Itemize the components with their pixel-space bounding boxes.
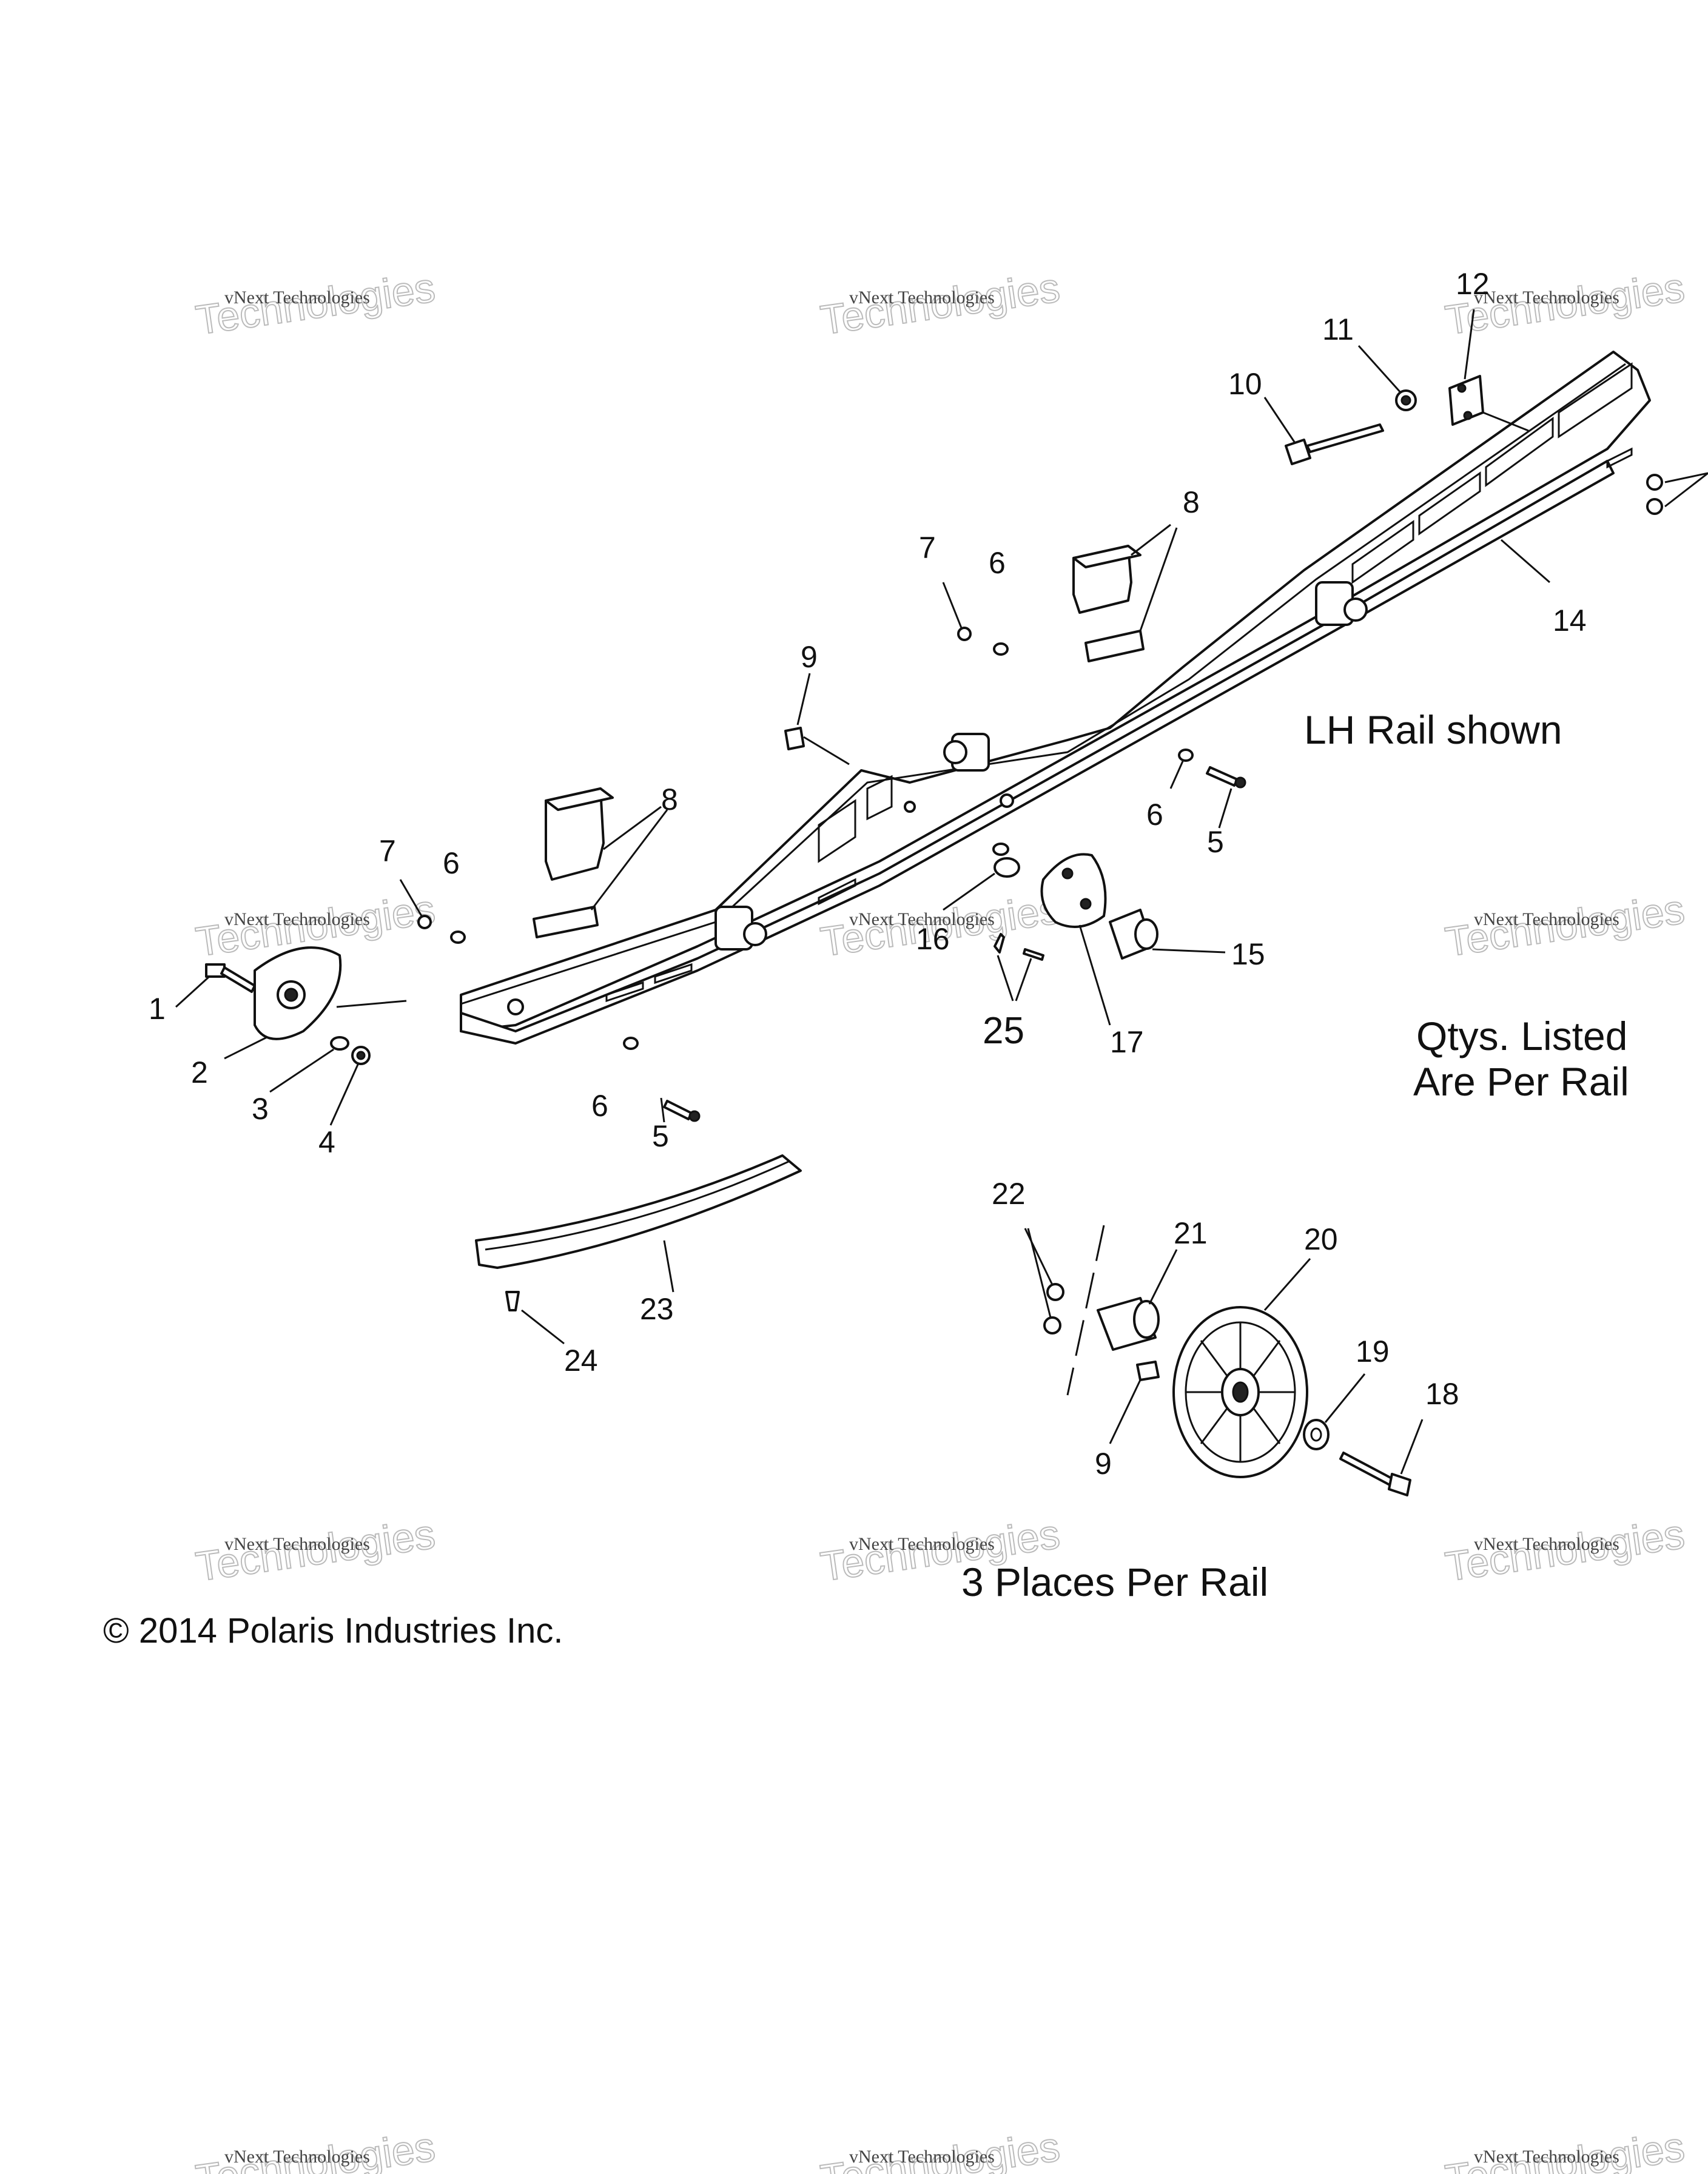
svg-text:vNext Technologies: vNext Technologies <box>849 909 995 929</box>
svg-text:vNext Technologies: vNext Technologies <box>224 909 370 929</box>
callout-21: 21 <box>1174 1216 1208 1250</box>
callout-8: 8 <box>661 782 678 816</box>
rail-windows <box>605 362 1633 1003</box>
svg-text:vNext Technologies: vNext Technologies <box>849 2147 995 2167</box>
callout-7: 7 <box>379 834 396 868</box>
part-5-bolt <box>1206 766 1246 829</box>
part-24-bolt <box>505 1291 565 1345</box>
callout-9: 9 <box>1095 1447 1112 1481</box>
callout-22: 22 <box>992 1177 1026 1211</box>
callout-11: 11 <box>1322 312 1354 346</box>
part-20-idler-wheel <box>1172 1258 1311 1478</box>
callout-7: 7 <box>919 531 936 565</box>
watermark: Technologies vNext Technologies <box>1442 886 1688 966</box>
part-12-bracket <box>1448 309 1529 432</box>
callout-6: 6 <box>1146 798 1163 832</box>
note-qty-line2: Are Per Rail <box>1413 1059 1629 1104</box>
callout-6: 6 <box>989 546 1006 580</box>
watermark: Technologies vNext Technologies <box>192 264 439 345</box>
callout-16: 16 <box>916 922 950 956</box>
note-places-per-rail: 3 Places Per Rail <box>961 1560 1269 1604</box>
callout-5: 5 <box>652 1119 669 1153</box>
svg-text:vNext Technologies: vNext Technologies <box>224 1534 370 1554</box>
part-9-bolt <box>784 673 850 766</box>
svg-text:vNext Technologies: vNext Technologies <box>224 288 370 308</box>
svg-text:vNext Technologies: vNext Technologies <box>224 2147 370 2167</box>
copyright: © 2014 Polaris Industries Inc. <box>103 1611 563 1651</box>
watermark: Technologies vNext Technologies <box>817 2123 1063 2174</box>
part-3-washer <box>269 1036 349 1093</box>
rail-assembly <box>460 351 1651 1045</box>
svg-text:vNext Technologies: vNext Technologies <box>1474 1534 1619 1554</box>
part-2-end-cap <box>224 946 407 1060</box>
callout-6: 6 <box>591 1089 608 1123</box>
callout-10: 10 <box>1228 367 1262 401</box>
watermark: Technologies vNext Technologies <box>1442 2123 1688 2174</box>
callout-12: 12 <box>1456 267 1490 301</box>
callout-1: 1 <box>149 992 166 1026</box>
callout-9: 9 <box>801 640 818 674</box>
part-7-nut <box>399 582 972 929</box>
callout-14: 14 <box>1553 604 1587 638</box>
part-17-idler-housing <box>1040 853 1111 1026</box>
svg-text:vNext Technologies: vNext Technologies <box>849 288 995 308</box>
callout-8: 8 <box>1183 485 1200 519</box>
callout-15: 15 <box>1231 937 1265 971</box>
callout-20: 20 <box>1304 1222 1338 1256</box>
part-18-bolt <box>1339 1419 1424 1496</box>
part-25-bolts <box>994 933 1044 1001</box>
watermark: Technologies vNext Technologies <box>192 1510 439 1591</box>
svg-text:vNext Technologies: vNext Technologies <box>1474 909 1619 929</box>
part-22-nuts <box>1024 1225 1105 1396</box>
callout-23: 23 <box>640 1292 674 1326</box>
part-5-bolt <box>660 1097 701 1123</box>
callout-2: 2 <box>191 1055 208 1089</box>
callout-6: 6 <box>443 846 460 880</box>
svg-text:vNext Technologies: vNext Technologies <box>849 1534 995 1554</box>
rivets-right <box>1646 472 1708 515</box>
callout-3: 3 <box>252 1092 269 1126</box>
part-11-nut <box>1357 345 1417 411</box>
callout-labels: 1 2 3 4 5 5 6 6 6 6 7 7 8 8 9 9 10 11 12… <box>149 267 1587 1481</box>
watermark: Technologies vNext Technologies <box>192 2123 439 2174</box>
watermark: Technologies vNext Technologies <box>1442 1510 1688 1591</box>
callout-5: 5 <box>1207 825 1224 859</box>
part-1-bolt <box>175 963 256 1008</box>
callout-4: 4 <box>318 1125 335 1159</box>
part-19-washer <box>1303 1373 1366 1450</box>
callout-24: 24 <box>564 1344 598 1378</box>
watermark: Technologies vNext Technologies <box>817 264 1063 345</box>
callout-17: 17 <box>1110 1025 1144 1059</box>
part-9-bolt <box>1109 1361 1160 1444</box>
wheel-spokes <box>1186 1322 1295 1462</box>
part-15-axle <box>1109 909 1226 960</box>
part-4-nut <box>329 1046 371 1126</box>
part-21-spindle <box>1097 1249 1178 1351</box>
part-14-leader <box>1501 539 1550 584</box>
part-6-washer <box>450 642 1194 1050</box>
callout-25: 25 <box>983 1010 1024 1052</box>
part-8-slider-block <box>533 787 668 938</box>
note-lh-rail: LH Rail shown <box>1304 707 1562 752</box>
part-16-washer <box>943 843 1020 911</box>
svg-text:vNext Technologies: vNext Technologies <box>1474 2147 1619 2167</box>
part-10-bolt <box>1263 397 1384 465</box>
svg-text:vNext Technologies: vNext Technologies <box>1474 288 1619 308</box>
note-qty-line1: Qtys. Listed <box>1416 1014 1628 1058</box>
part-23-wear-strip <box>475 1154 802 1293</box>
part-8-slider-block <box>1072 523 1178 662</box>
callout-19: 19 <box>1356 1334 1390 1368</box>
callout-18: 18 <box>1425 1377 1459 1411</box>
